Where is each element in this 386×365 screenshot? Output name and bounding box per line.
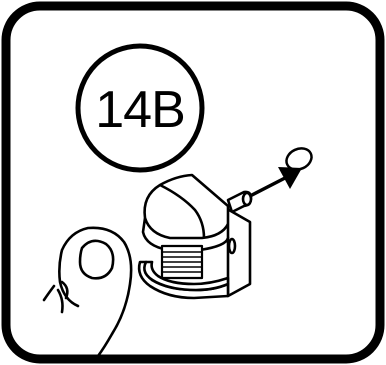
clamp-slot — [229, 239, 235, 253]
finger-nail — [80, 241, 113, 278]
clamp-pin-end — [243, 193, 251, 205]
step-number: 14B — [95, 81, 185, 139]
step-badge: 14B — [78, 46, 202, 170]
clamp-screw — [162, 246, 202, 278]
